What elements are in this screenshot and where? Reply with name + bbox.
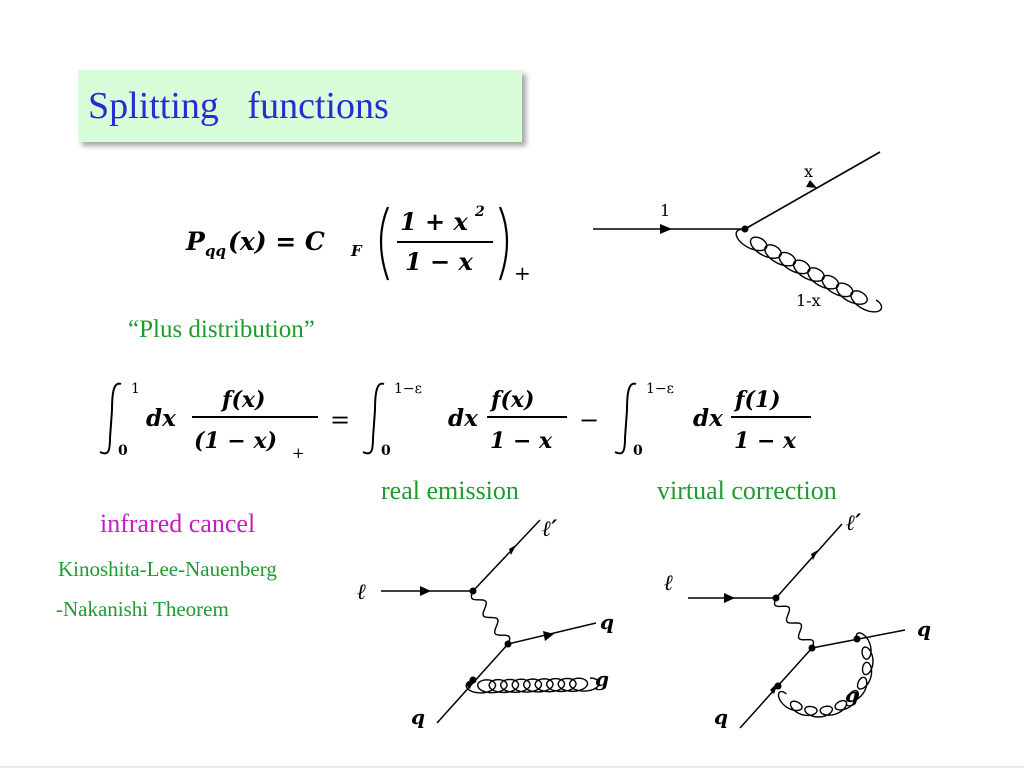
theorem-line-2: -Nakanishi Theorem xyxy=(56,597,229,621)
splitting-out-label: x xyxy=(804,162,813,181)
virtual-photon-line xyxy=(773,597,815,649)
equals-sign: = xyxy=(330,406,350,434)
feynman-virtual-correction: ℓ ℓ′ q g q xyxy=(664,510,931,729)
real-emission-label: real emission xyxy=(381,476,519,505)
formula1-lhs: P xyxy=(185,227,206,256)
frac1-num: f(x) xyxy=(220,387,265,413)
frac2-den: 1 − x xyxy=(490,428,553,454)
int3-lower: 0 xyxy=(633,443,643,459)
real-out-lepton: ℓ′ xyxy=(542,516,557,542)
splitting-in-label: 1 xyxy=(660,201,670,220)
feynman-real-emission: ℓ ℓ′ q g q xyxy=(357,516,614,729)
formula1-left-paren xyxy=(379,206,390,281)
footer-divider xyxy=(0,766,1024,768)
real-gluon-line xyxy=(465,677,600,694)
int3-dx: dx xyxy=(693,405,723,432)
splitting-function-formula: P qq (x) = C F 1 + x 2 1 − x + xyxy=(185,204,531,285)
virtual-out-lepton: ℓ′ xyxy=(846,510,861,536)
formula1-numerator: 1 + x xyxy=(400,207,469,236)
int1-dx: dx xyxy=(146,405,176,432)
plus-distribution-label: “Plus distribution” xyxy=(128,316,315,343)
formula1-plus: + xyxy=(514,261,531,285)
frac3-den: 1 − x xyxy=(734,428,797,454)
virtual-gluon-loop xyxy=(777,632,874,718)
splitting-gluon-line xyxy=(735,228,883,313)
title-box: Splitting functions xyxy=(78,70,522,142)
formula1-num-sup: 2 xyxy=(474,204,485,220)
slide-title: Splitting functions xyxy=(88,85,389,127)
theorem-line-1: Kinoshita-Lee-Nauenberg xyxy=(58,557,277,581)
plus-distribution-formula: 1 0 dx f(x) (1 − x) + = 1−ε 0 dx f(x) 1 … xyxy=(99,381,811,462)
real-in-lepton: ℓ xyxy=(357,579,366,605)
real-out-quark: q xyxy=(600,610,614,634)
virtual-in-quark: q xyxy=(714,705,728,729)
real-in-quark: q xyxy=(411,705,425,729)
minus-sign: − xyxy=(579,406,599,434)
formula1-cf-sub: F xyxy=(350,242,363,260)
frac1-sub: + xyxy=(292,444,305,462)
virtual-in-lepton: ℓ xyxy=(664,570,673,596)
splitting-gluon-label: 1-x xyxy=(796,291,821,310)
frac2-num: f(x) xyxy=(489,387,534,413)
formula1-arg: (x) = C xyxy=(228,227,325,256)
int1-lower: 0 xyxy=(118,443,128,459)
int1-upper: 1 xyxy=(131,381,140,397)
frac3-num: f(1) xyxy=(733,387,781,413)
real-photon-line xyxy=(470,590,511,645)
splitting-vertex-diagram: 1 x 1-x xyxy=(593,151,883,313)
frac1-den: (1 − x) xyxy=(194,428,277,454)
formula1-denominator: 1 − x xyxy=(405,247,474,276)
int2-dx: dx xyxy=(448,405,478,432)
formula1-lhs-sub: qq xyxy=(205,242,226,260)
int3-upper: 1−ε xyxy=(646,381,674,397)
formula1-right-paren xyxy=(498,206,509,281)
real-gluon-label: g xyxy=(595,667,609,691)
int2-lower: 0 xyxy=(381,443,391,459)
virtual-out-quark: q xyxy=(917,617,931,641)
infrared-cancel-label: infrared cancel xyxy=(100,509,256,538)
virtual-gluon-label: g xyxy=(845,683,859,707)
virtual-correction-label: virtual correction xyxy=(657,476,837,505)
int2-upper: 1−ε xyxy=(394,381,422,397)
